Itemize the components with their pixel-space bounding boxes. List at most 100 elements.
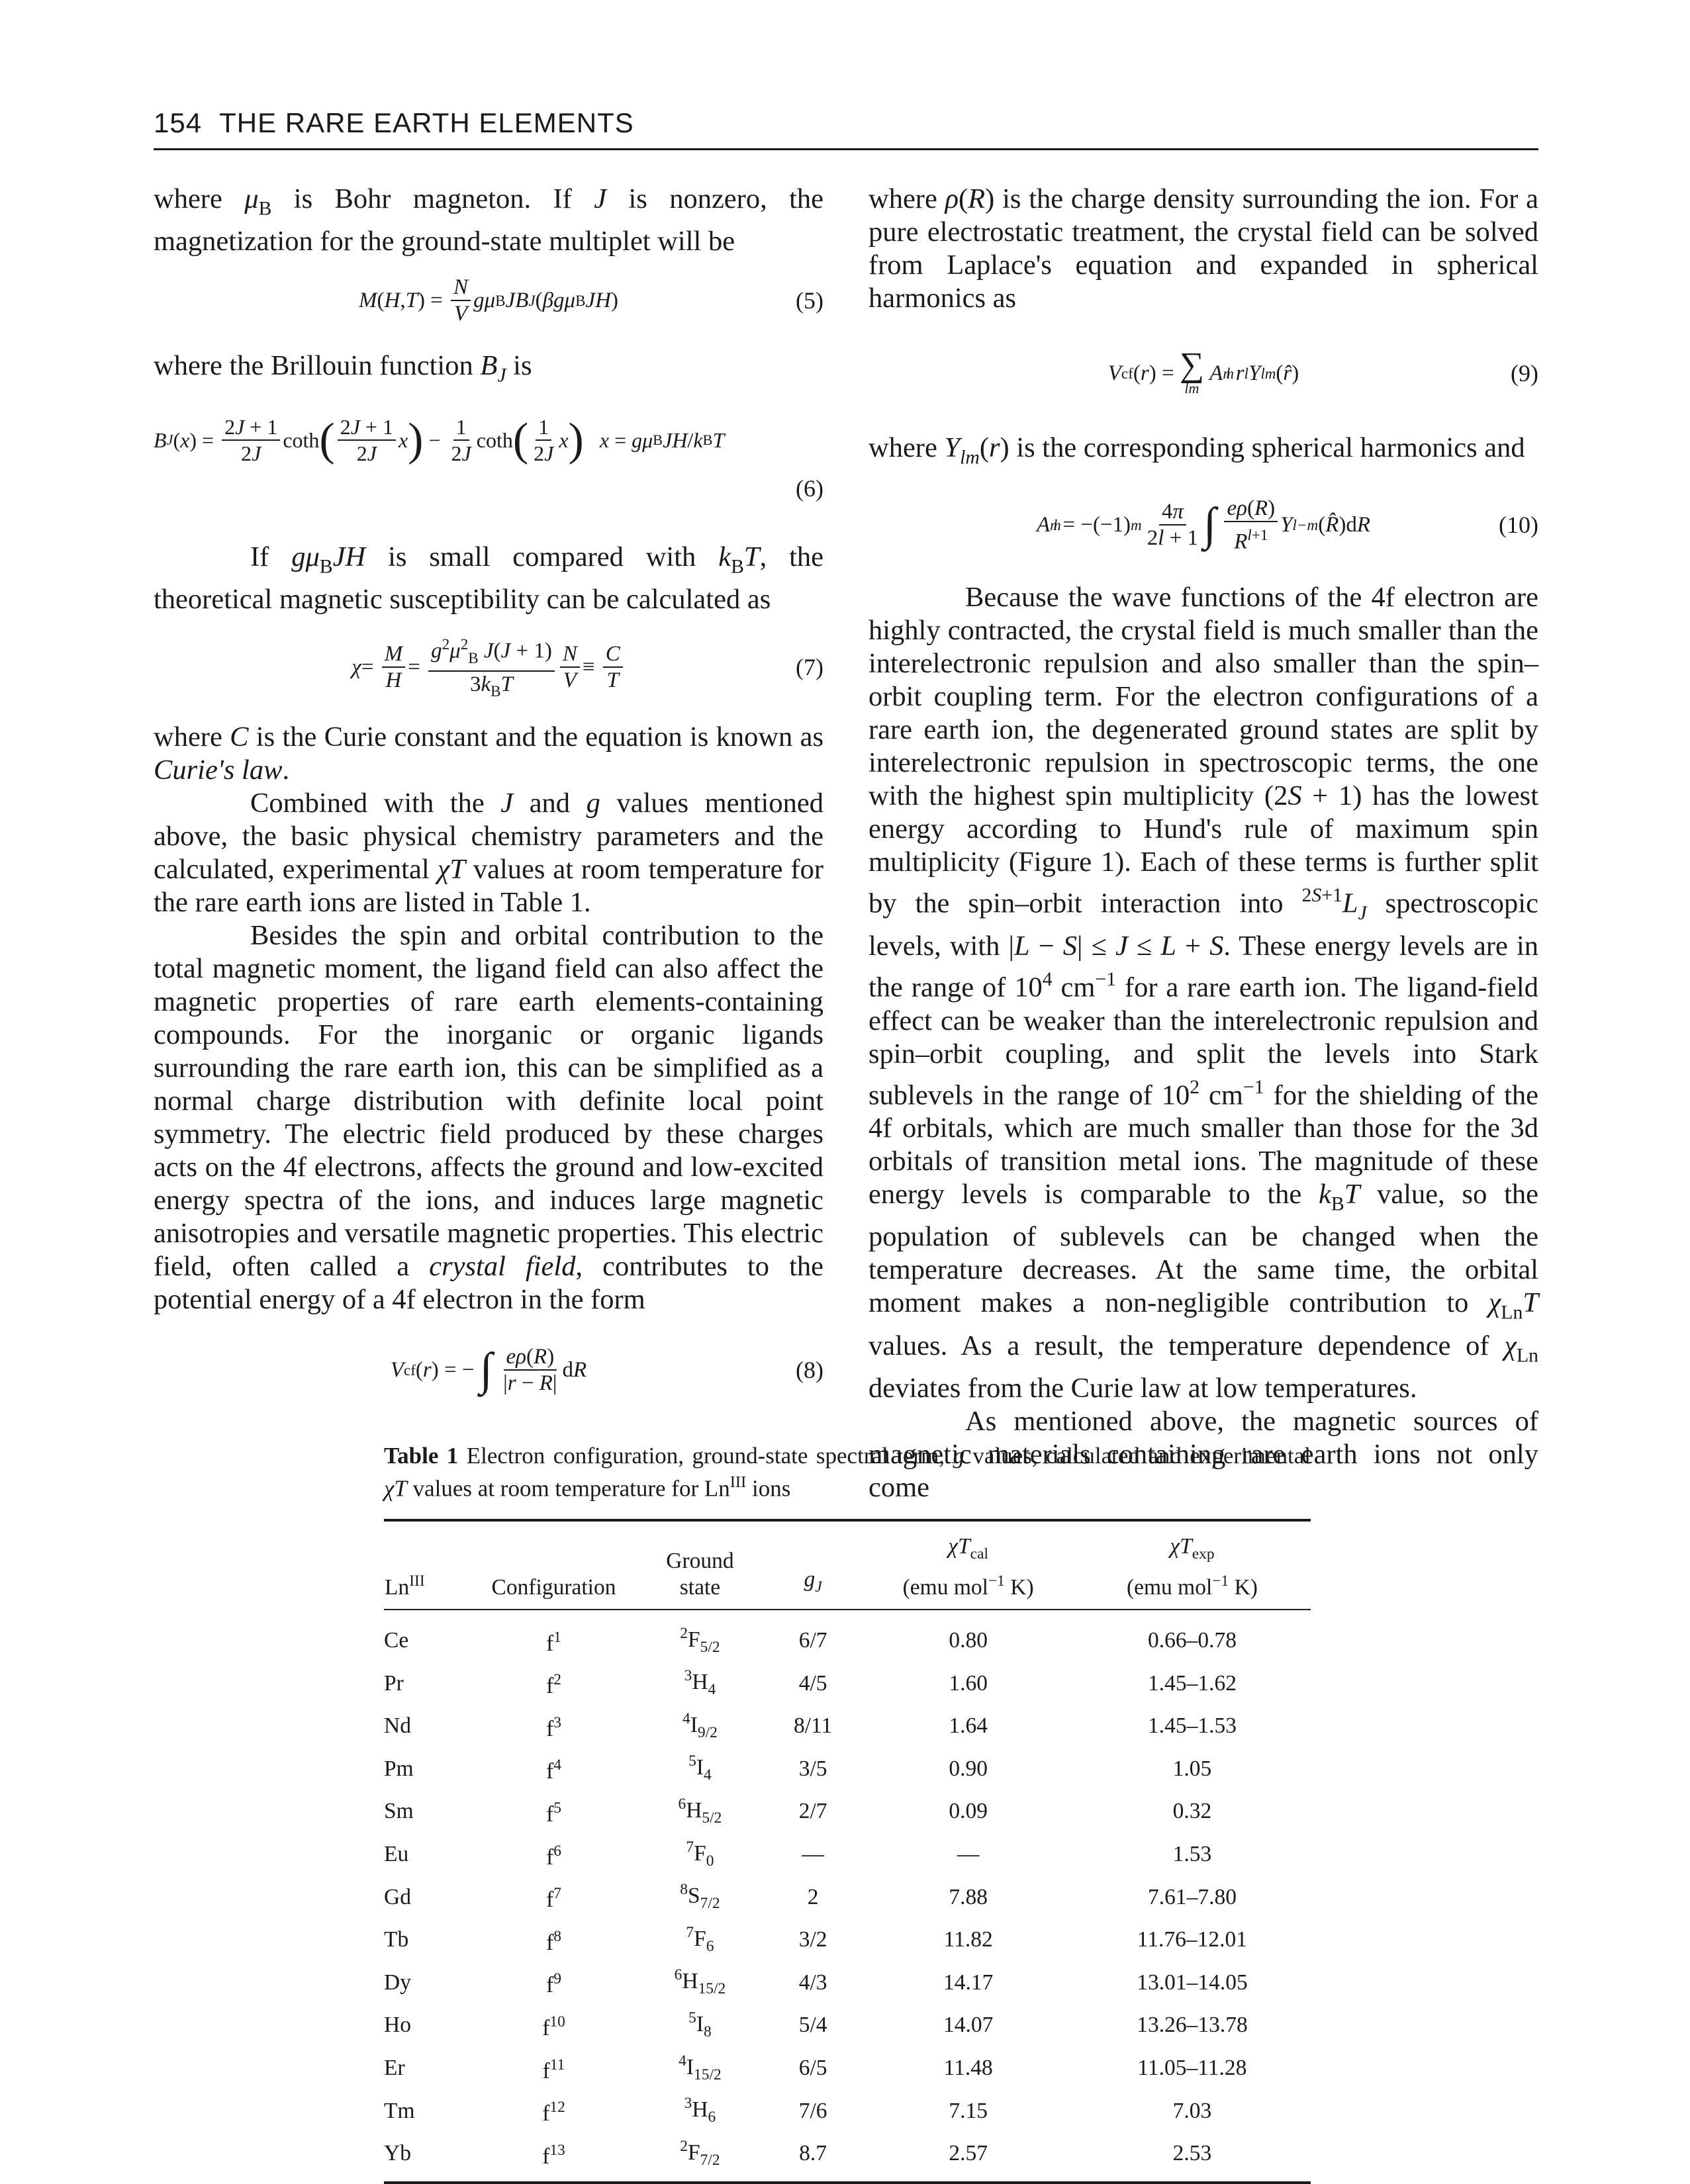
cell-ion: Sm — [384, 1799, 414, 1824]
cell-chi-t-cal: 0.90 — [949, 1756, 988, 1781]
cell-chi-t-exp: 7.61–7.80 — [1147, 1884, 1237, 1909]
cell-gj: — — [802, 1842, 824, 1867]
cell-ion: Yb — [384, 2141, 411, 2166]
cell-configuration: f12 — [542, 2099, 565, 2126]
col-header-ln: LnIII — [385, 1572, 425, 1600]
cell-chi-t-exp: 1.53 — [1172, 1842, 1212, 1867]
cell-ion: Tb — [384, 1927, 409, 1952]
cell-configuration: f7 — [546, 1885, 561, 1913]
cell-ground-state: 3H6 — [684, 2095, 716, 2126]
cell-ground-state: 6H15/2 — [674, 1966, 726, 1998]
left-paragraph-2: where the Brillouin function BJ is — [154, 350, 532, 387]
running-title: THE RARE EARTH ELEMENTS — [219, 107, 634, 138]
left-paragraph-4: where C is the Curie constant and the eq… — [154, 721, 823, 786]
cell-ion: Nd — [384, 1713, 411, 1739]
cell-chi-t-cal: 2.57 — [949, 2141, 988, 2166]
cell-chi-t-cal: 7.15 — [949, 2098, 988, 2123]
left-column: where μB is Bohr magneton. If J is nonze… — [154, 183, 823, 1406]
cell-configuration: f9 — [546, 1970, 561, 1998]
cell-configuration: f1 — [546, 1628, 561, 1656]
cell-configuration: f13 — [542, 2141, 565, 2169]
cell-gj: 6/5 — [798, 2056, 827, 2081]
cell-chi-t-cal: 14.07 — [943, 2013, 994, 2038]
cell-ground-state: 5I8 — [688, 2009, 712, 2040]
cell-chi-t-exp: 7.03 — [1172, 2098, 1212, 2123]
cell-configuration: f11 — [542, 2056, 565, 2083]
cell-configuration: f6 — [546, 1842, 561, 1870]
cell-configuration: f8 — [546, 1927, 561, 1955]
equation-5-number: (5) — [796, 287, 823, 314]
cell-ground-state: 4I15/2 — [679, 2052, 722, 2083]
cell-configuration: f10 — [542, 2013, 565, 2040]
cell-ion: Pm — [384, 1756, 414, 1781]
cell-configuration: f5 — [546, 1799, 561, 1827]
cell-ion: Eu — [384, 1842, 409, 1867]
cell-ground-state: 7F0 — [686, 1838, 714, 1870]
cell-ion: Er — [384, 2056, 405, 2081]
cell-chi-t-exp: 0.66–0.78 — [1147, 1628, 1237, 1653]
cell-chi-t-exp: 11.05–11.28 — [1137, 2056, 1247, 2081]
right-paragraph-2: where Ylm(r) is the corresponding spheri… — [868, 432, 1525, 469]
cell-chi-t-exp: 1.05 — [1172, 1756, 1212, 1781]
cell-ion: Dy — [384, 1970, 411, 1995]
cell-chi-t-cal: 14.17 — [943, 1970, 994, 1995]
table-caption-label: Table 1 — [384, 1443, 459, 1469]
equation-8-number: (8) — [796, 1357, 823, 1384]
cell-ground-state: 4I9/2 — [682, 1709, 718, 1741]
cell-gj: 7/6 — [798, 2098, 827, 2123]
col-header-gj: gJ — [804, 1567, 822, 1596]
equation-9-number: (9) — [1511, 360, 1538, 387]
cell-chi-t-exp: 13.01–14.05 — [1137, 1970, 1248, 1995]
cell-chi-t-cal: 1.64 — [949, 1713, 988, 1739]
cell-chi-t-cal: 1.60 — [949, 1670, 988, 1696]
cell-gj: 3/2 — [798, 1927, 827, 1952]
table-caption: Table 1 Electron configuration, ground-s… — [384, 1443, 1311, 1502]
left-paragraph-5: Combined with the J and g values mention… — [154, 788, 823, 919]
cell-ion: Ho — [384, 2013, 411, 2038]
cell-ion: Tm — [384, 2098, 415, 2123]
left-paragraph-6: Besides the spin and orbital contributio… — [154, 920, 823, 1316]
right-paragraph-3: Because the wave functions of the 4f ele… — [868, 582, 1539, 1404]
left-paragraph-3: If gμBJH is small compared with kBT, the… — [154, 541, 823, 615]
cell-chi-t-cal: 11.82 — [943, 1927, 993, 1952]
right-paragraph-1: where ρ(R) is the charge density surroun… — [868, 183, 1538, 314]
cell-gj: 4/3 — [798, 1970, 827, 1995]
cell-gj: 2/7 — [798, 1799, 827, 1824]
cell-ground-state: 5I4 — [688, 1752, 712, 1784]
cell-ground-state: 7F6 — [686, 1923, 714, 1955]
cell-configuration: f4 — [546, 1756, 561, 1784]
cell-chi-t-exp: 1.45–1.62 — [1147, 1670, 1237, 1696]
cell-chi-t-cal: 7.88 — [949, 1884, 988, 1909]
cell-chi-t-exp: 2.53 — [1172, 2141, 1212, 2166]
cell-gj: 2 — [807, 1884, 819, 1909]
cell-ground-state: 6H5/2 — [678, 1795, 722, 1827]
right-column: where ρ(R) is the charge density surroun… — [868, 183, 1538, 1504]
table-row: Tm f12 3H6 7/6 7.15 7.03 — [384, 2089, 1311, 2132]
equation-10-number: (10) — [1499, 512, 1538, 539]
cell-gj: 5/4 — [798, 2013, 827, 2038]
cell-gj: 4/5 — [798, 1670, 827, 1696]
cell-gj: 6/7 — [798, 1628, 827, 1653]
cell-ground-state: 2F7/2 — [680, 2137, 720, 2169]
table-1-block: Table 1 Electron configuration, ground-s… — [384, 1443, 1311, 2184]
left-paragraph-1: where μB is Bohr magneton. If J is nonze… — [154, 183, 824, 257]
col-header-chi-t-exp: χTexp(emu mol−1 K) — [1126, 1534, 1258, 1600]
cell-ground-state: 8S7/2 — [680, 1881, 720, 1913]
